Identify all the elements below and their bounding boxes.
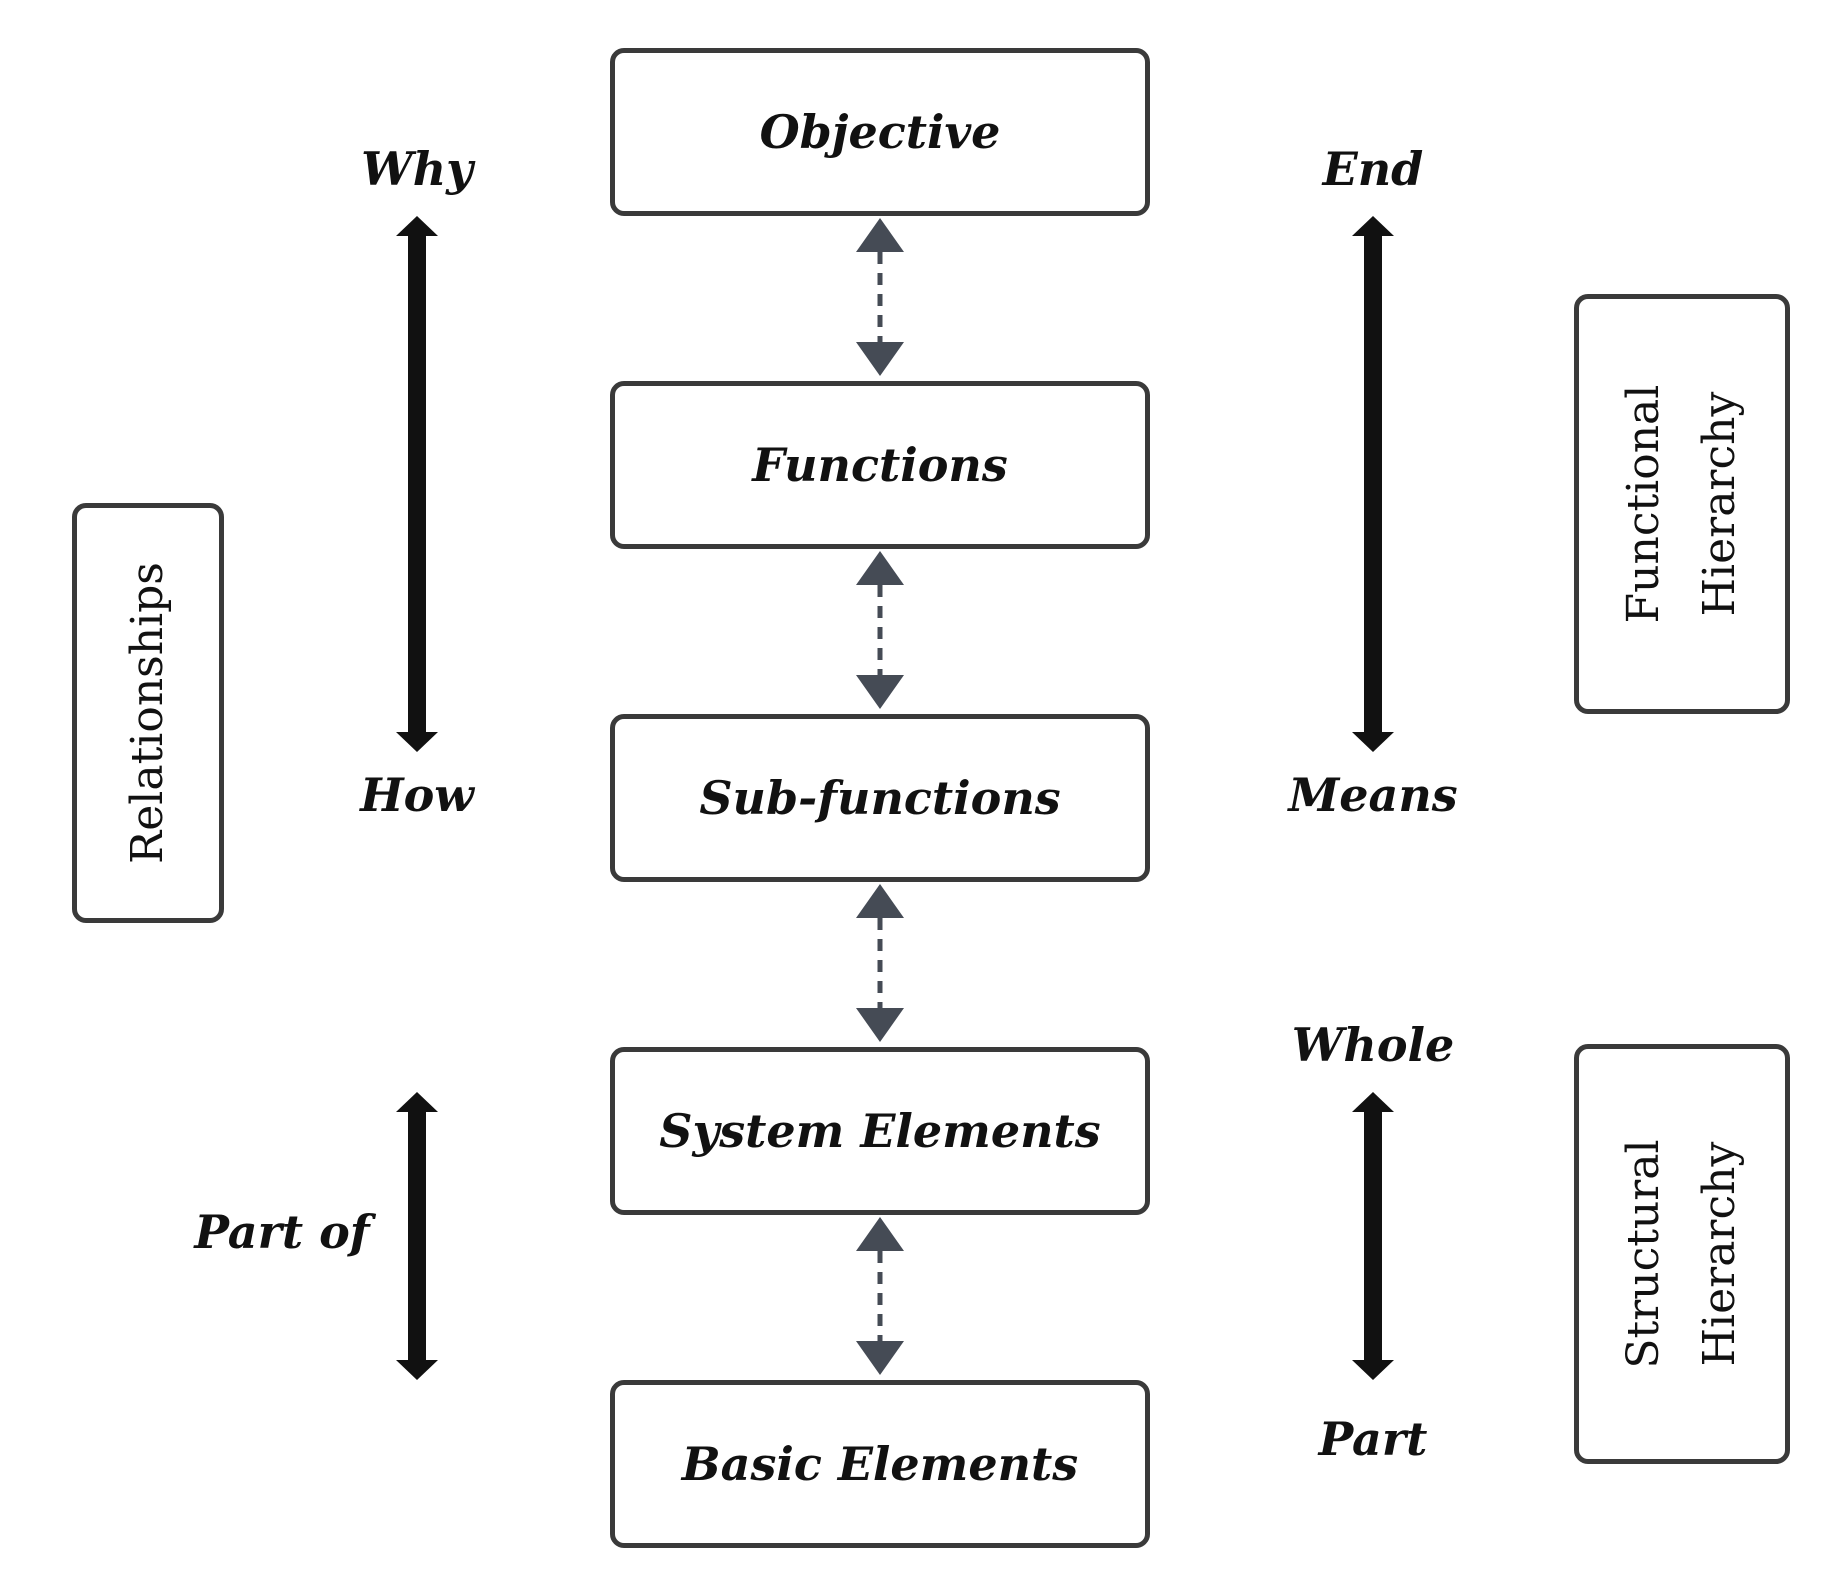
objective-label: Objective xyxy=(759,105,1001,159)
means-label: Means xyxy=(1288,768,1458,822)
connector-system-basic-elements xyxy=(856,1217,904,1375)
whole-part-axis-arrow xyxy=(1352,1092,1394,1380)
subfunctions-label: Sub-functions xyxy=(699,771,1061,825)
part-of-axis-arrow xyxy=(396,1092,438,1380)
relationships-box: Relationships xyxy=(72,503,224,923)
structural-hierarchy-label: Structural Hierarchy xyxy=(1618,1139,1745,1369)
basic-elements-label: Basic Elements xyxy=(681,1437,1079,1491)
end-label: End xyxy=(1322,142,1424,196)
functions-box: Functions xyxy=(610,381,1150,549)
functional-hierarchy-box: Functional Hierarchy xyxy=(1574,294,1790,714)
whole-label: Whole xyxy=(1291,1018,1455,1072)
part-of-label: Part of xyxy=(194,1205,370,1259)
why-how-axis-arrow xyxy=(396,216,438,752)
objective-box: Objective xyxy=(610,48,1150,216)
how-label: How xyxy=(360,768,474,822)
functions-label: Functions xyxy=(752,438,1008,492)
structural-hierarchy-box: Structural Hierarchy xyxy=(1574,1044,1790,1464)
system-elements-box: System Elements xyxy=(610,1047,1150,1215)
why-label: Why xyxy=(361,142,473,196)
connector-objective-functions xyxy=(856,218,904,376)
connector-subfunctions-system-elements xyxy=(856,884,904,1042)
functional-hierarchy-label: Functional Hierarchy xyxy=(1618,384,1745,624)
basic-elements-box: Basic Elements xyxy=(610,1380,1150,1548)
connector-functions-subfunctions xyxy=(856,551,904,709)
relationships-label: Relationships xyxy=(122,562,173,864)
part-label: Part xyxy=(1318,1412,1428,1466)
end-means-axis-arrow xyxy=(1352,216,1394,752)
system-elements-label: System Elements xyxy=(659,1104,1101,1158)
subfunctions-box: Sub-functions xyxy=(610,714,1150,882)
